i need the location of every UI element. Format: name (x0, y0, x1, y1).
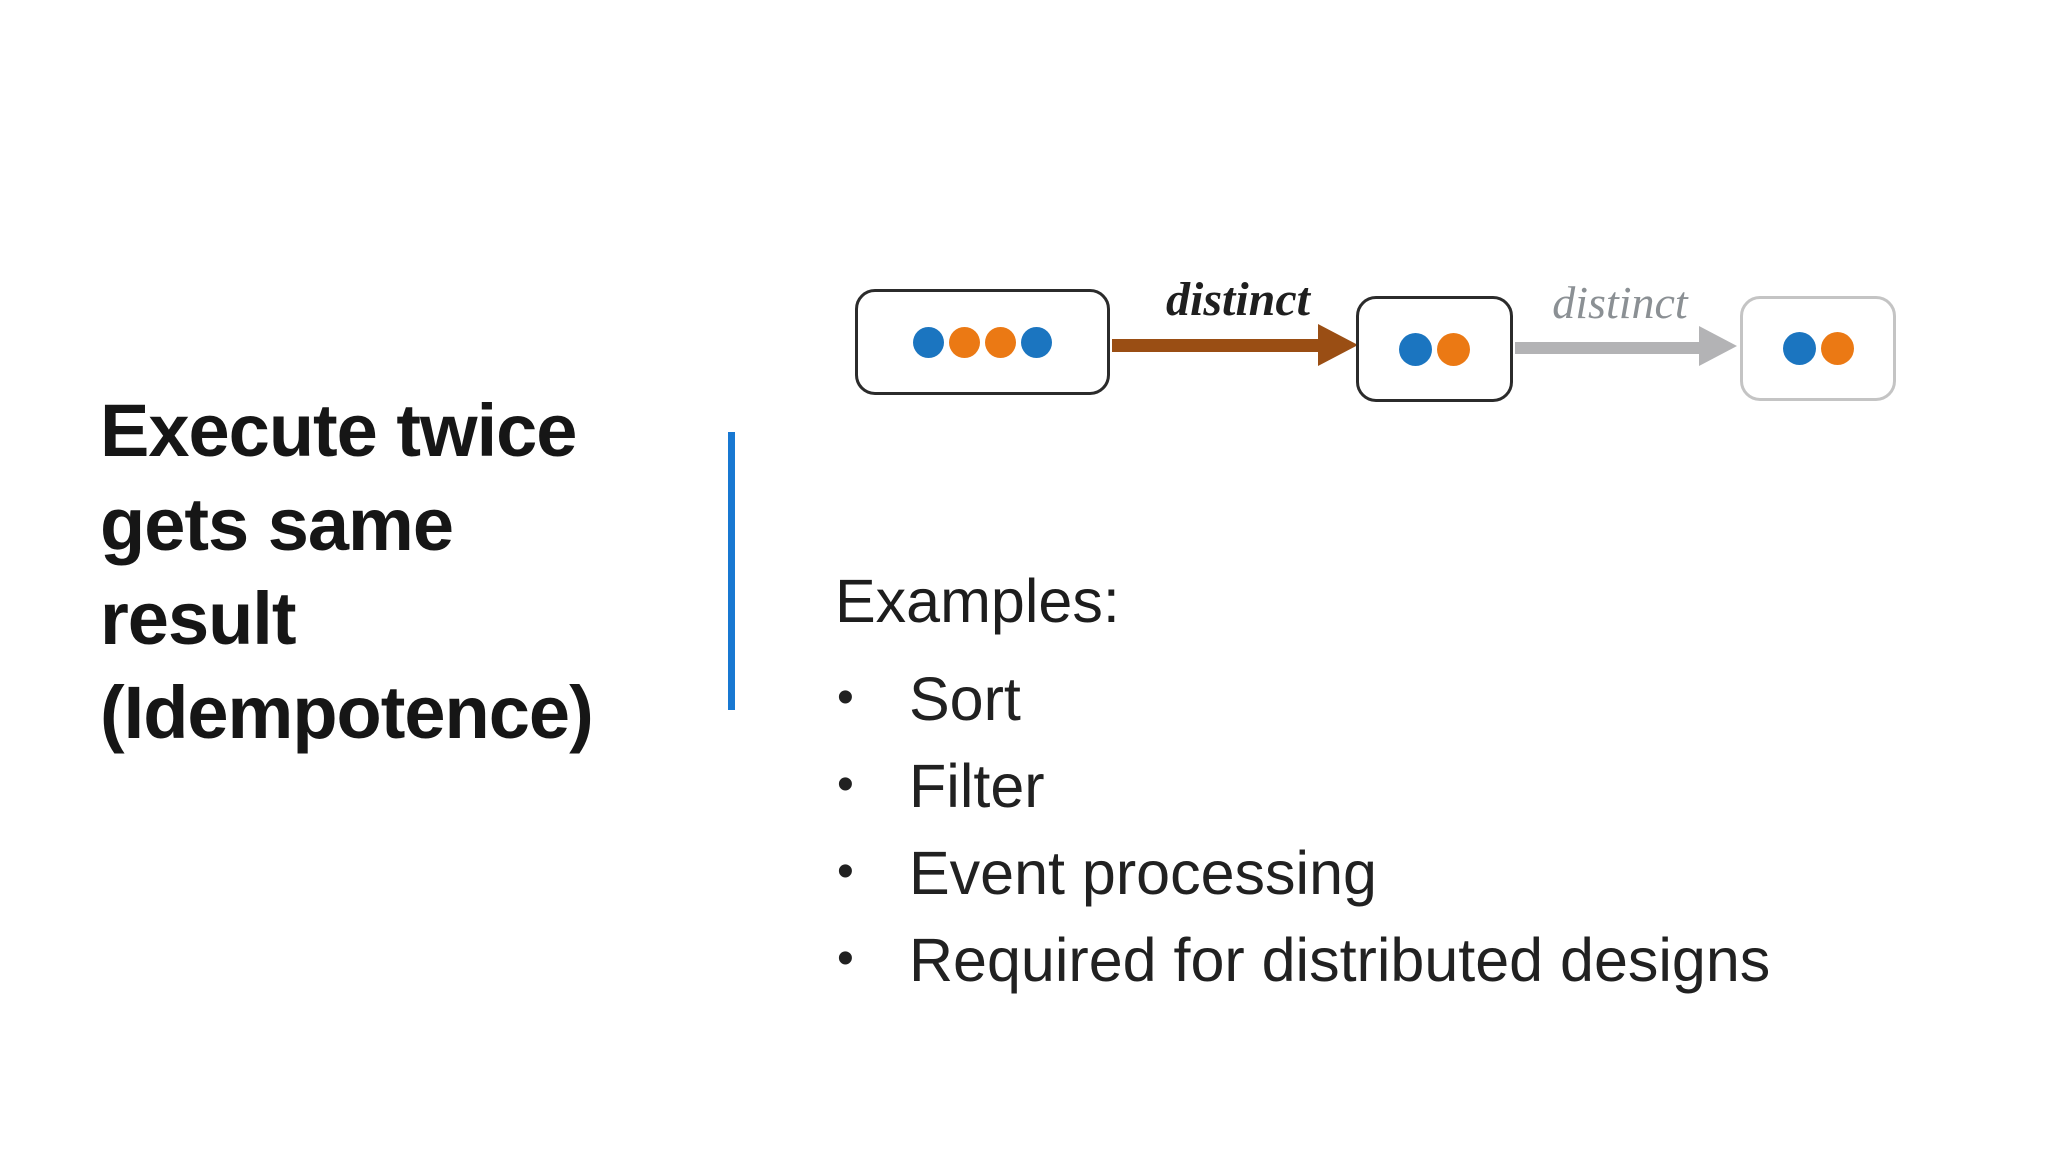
data-dot (985, 326, 1016, 358)
data-dot (1820, 332, 1854, 365)
list-item: Sort (835, 654, 1770, 743)
distinct-arrow-2-shaft (1515, 342, 1699, 354)
list-item: Required for distributed designs (835, 915, 1770, 1004)
distinct-arrow-1-shaft (1112, 339, 1318, 352)
data-dot (1399, 332, 1432, 366)
dataset-box-after-first-distinct (1356, 296, 1513, 402)
distinct-arrow-1-head (1318, 324, 1358, 366)
data-dot (913, 326, 944, 358)
data-dot (1782, 332, 1816, 365)
data-dot (1021, 326, 1052, 358)
examples-list: Sort Filter Event processing Required fo… (835, 654, 1770, 1004)
distinct-label-2: distinct (1552, 277, 1688, 328)
list-item: Event processing (835, 828, 1770, 917)
data-dot (949, 326, 980, 358)
dataset-box-after-second-distinct (1740, 296, 1896, 401)
title-divider (728, 432, 735, 710)
distinct-label-1: distinct (1165, 273, 1311, 326)
data-dot (1437, 332, 1470, 366)
slide-title: Execute twice gets same result (Idempote… (100, 389, 594, 754)
dataset-box-input (855, 289, 1110, 395)
distinct-arrow-2-head (1699, 326, 1737, 366)
examples-heading: Examples: (835, 567, 1120, 635)
list-item: Filter (835, 741, 1770, 830)
